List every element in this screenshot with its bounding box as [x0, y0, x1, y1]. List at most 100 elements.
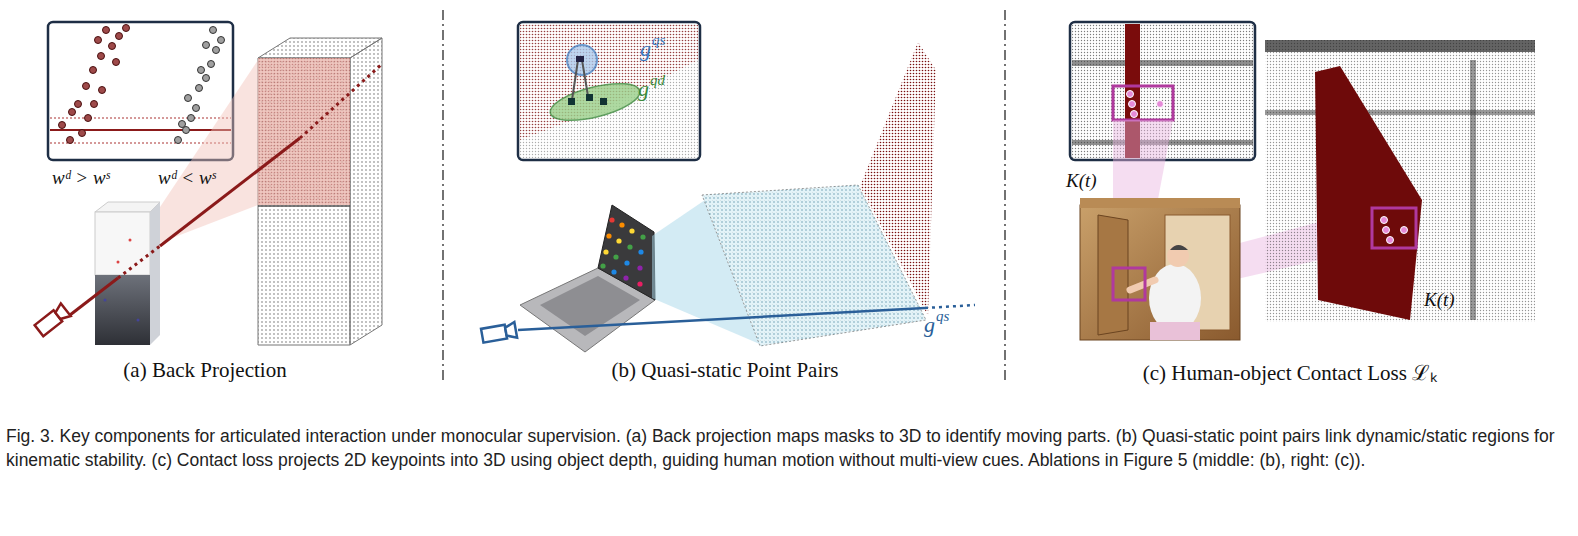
math-label: g: [640, 38, 651, 60]
illustration-shape: [481, 322, 517, 344]
illustration-shape: [79, 130, 86, 137]
illustration-shape: [1127, 91, 1164, 118]
illustration-shape: [1127, 91, 1134, 98]
illustration-shape: [1149, 264, 1201, 332]
illustration-shape: [67, 137, 74, 144]
illustration-shape: [70, 278, 118, 315]
illustration-shape: [300, 64, 382, 138]
illustration-shape: [218, 37, 225, 44]
illustration-shape: [208, 61, 215, 68]
illustration-shape: [1383, 227, 1390, 234]
illustration-shape: [1470, 60, 1476, 320]
illustration-shape: [69, 109, 76, 116]
illustration-shape: [504, 322, 517, 339]
illustration-shape: [1130, 280, 1155, 290]
illustration-shape: [196, 85, 203, 92]
illustration-shape: [150, 202, 160, 345]
illustration-shape: [442, 10, 444, 382]
illustration-shape: [1080, 198, 1240, 208]
illustration-shape: [258, 58, 350, 345]
illustration-shape: [572, 60, 578, 100]
illustration-shape: [175, 137, 182, 144]
illustration-shape: [638, 249, 643, 254]
illustration-shape: [568, 98, 575, 105]
illustration-shape: [576, 56, 584, 62]
math-label: K(t): [1424, 290, 1455, 309]
illustration-shape: [1265, 40, 1535, 322]
illustration-shape: [50, 118, 231, 119]
pair-inset: [518, 22, 700, 160]
illustration-shape: [603, 249, 608, 254]
illustration-shape: [1072, 60, 1253, 66]
illustration-shape: [600, 98, 607, 105]
illustration-shape: [600, 263, 605, 268]
panel-label: (c) Human-object Contact Loss ℒₖ: [1010, 358, 1570, 386]
illustration-shape: [481, 325, 507, 343]
panel-separator: [443, 10, 1005, 382]
illustration-shape: [1315, 66, 1422, 320]
illustration-shape: [1113, 86, 1173, 120]
illustration-shape: [520, 60, 698, 158]
illustration-shape: [860, 42, 936, 316]
illustration-shape: [95, 37, 102, 44]
illustration-shape: [629, 228, 634, 233]
illustration-shape: [1265, 110, 1535, 115]
math-label: qs: [936, 309, 949, 324]
illustration-shape: [203, 75, 210, 82]
illustration-shape: [1372, 208, 1416, 248]
illustration-shape: [586, 94, 593, 101]
human-cabinet-render: [1080, 198, 1240, 340]
illustration-shape: [75, 101, 82, 108]
panel-caption: (b) Quasi-static Point Pairs: [612, 358, 839, 382]
illustration-shape: [99, 87, 106, 94]
illustration-shape: [59, 122, 66, 129]
panel-label: (a) Back Projection: [10, 358, 400, 383]
panel-caption: (a) Back Projection: [123, 358, 286, 382]
camera-ray: [481, 305, 975, 344]
illustration-shape: [350, 38, 382, 345]
math-label: wᵈ > wˢ: [52, 168, 110, 187]
math-label: wᵈ < wˢ: [158, 168, 216, 187]
illustration-shape: [637, 265, 642, 270]
illustration-shape: [185, 95, 192, 102]
illustration-shape: [34, 303, 71, 337]
illustration-shape: [637, 281, 642, 286]
panel-caption: (c) Human-object Contact Loss ℒₖ: [1143, 361, 1437, 385]
illustration-shape: [213, 47, 220, 54]
illustration-shape: [104, 299, 107, 302]
panel-label: (b) Quasi-static Point Pairs: [450, 358, 1000, 383]
figure-caption: Fig. 3. Key components for articulated i…: [6, 424, 1570, 472]
illustration-shape: [113, 59, 120, 66]
math-label: qs: [652, 33, 665, 48]
illustration-shape: [50, 129, 231, 131]
math-label: qd: [650, 73, 665, 88]
illustration-shape: [640, 234, 645, 239]
illustration-shape: [1004, 10, 1006, 382]
illustration-shape: [83, 83, 90, 90]
illustration-shape: [90, 67, 97, 74]
illustration-shape: [1150, 322, 1200, 340]
illustration-shape: [518, 308, 925, 330]
illustration-shape: [619, 222, 624, 227]
illustration-shape: [609, 217, 614, 222]
illustration-shape: [1170, 245, 1188, 250]
illustration-shape: [1113, 268, 1145, 300]
illustration-shape: [611, 269, 616, 274]
illustration-shape: [98, 53, 105, 60]
illustration-shape: [59, 25, 130, 144]
illustration-shape: [129, 239, 132, 242]
illustration-shape: [85, 115, 92, 122]
cabinet-point-cloud: [258, 38, 382, 345]
illustration-shape: [123, 25, 130, 32]
illustration-shape: [582, 60, 588, 96]
illustration-shape: [188, 115, 195, 122]
illustration-shape: [258, 205, 350, 207]
illustration-shape: [258, 58, 350, 205]
illustration-shape: [118, 246, 160, 278]
illustration-shape: [1167, 245, 1189, 267]
illustration-shape: [1129, 101, 1136, 108]
math-label: K(t): [1066, 171, 1097, 190]
illustration-shape: [179, 121, 186, 128]
rendered-cube: [95, 202, 160, 345]
cabinet-point-cloud: [1265, 40, 1535, 322]
